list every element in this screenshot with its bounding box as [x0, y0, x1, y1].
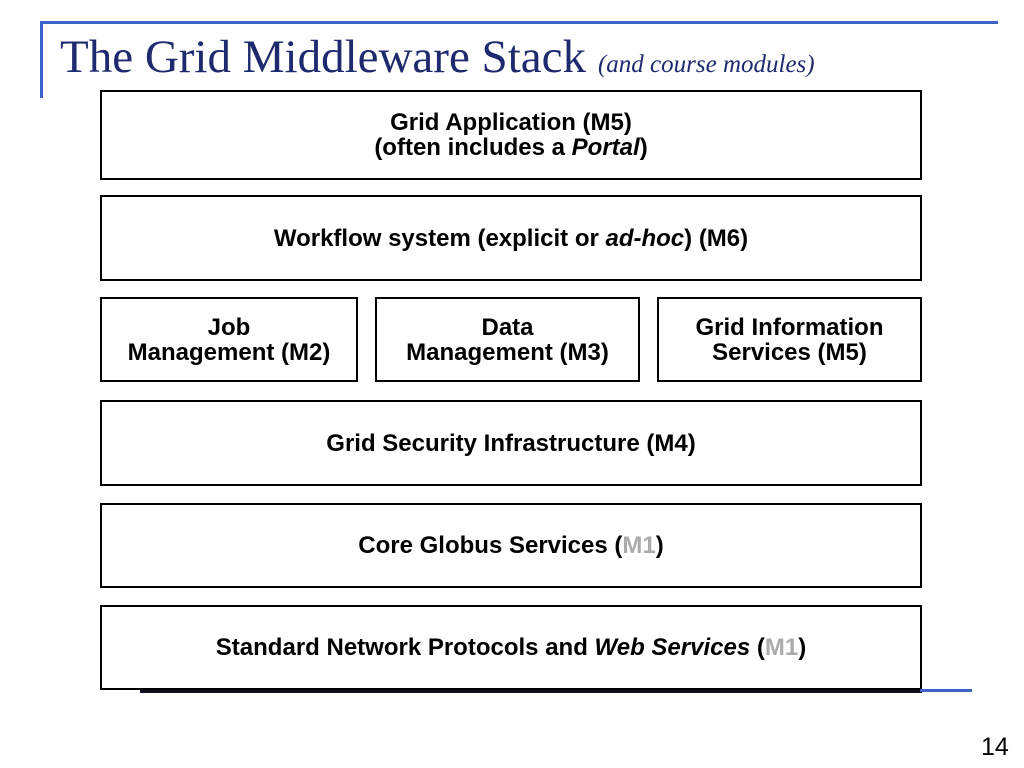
- stack-box-grid-information-services: Grid Information Services (M5): [657, 297, 922, 382]
- grid-application-line2: (often includes a Portal): [374, 134, 648, 161]
- stack-box-job-management: Job Management (M2): [100, 297, 358, 382]
- stack-box-grid-security: Grid Security Infrastructure (M4): [100, 400, 922, 486]
- security-line: Grid Security Infrastructure (M4): [326, 429, 696, 457]
- network-line: Standard Network Protocols and Web Servi…: [215, 634, 807, 661]
- stack-box-workflow-system: Workflow system (explicit or ad-hoc) (M6…: [100, 195, 922, 281]
- core-line: Core Globus Services (M1): [358, 532, 664, 559]
- slide-header: The Grid Middleware Stack (and course mod…: [60, 30, 815, 84]
- page-number: 14: [981, 733, 1009, 761]
- info-line2: Services (M5): [712, 338, 867, 366]
- core-module-badge: M1: [622, 532, 656, 559]
- footer-rule-blue: [920, 689, 972, 692]
- stack-box-data-management: Data Management (M3): [375, 297, 640, 382]
- grid-application-line1: Grid Application (M5): [390, 109, 632, 136]
- stack-box-network-protocols: Standard Network Protocols and Web Servi…: [100, 605, 922, 690]
- data-line1: Data: [481, 313, 534, 341]
- header-rule-horizontal: [40, 21, 998, 24]
- slide-subtitle: (and course modules): [597, 51, 815, 78]
- slide-title: The Grid Middleware Stack: [60, 31, 586, 83]
- header-rule-vertical: [40, 21, 43, 98]
- stack-box-core-globus: Core Globus Services (M1): [100, 503, 922, 588]
- footer-rule-dark: [140, 690, 922, 693]
- network-module-badge: M1: [764, 634, 799, 661]
- job-line2: Management (M2): [127, 338, 331, 366]
- info-line1: Grid Information: [695, 313, 884, 341]
- job-line1: Job: [207, 313, 251, 341]
- workflow-line: Workflow system (explicit or ad-hoc) (M6…: [273, 224, 749, 252]
- stack-box-grid-application: Grid Application (M5) (often includes a …: [100, 90, 922, 180]
- data-line2: Management (M3): [406, 338, 609, 366]
